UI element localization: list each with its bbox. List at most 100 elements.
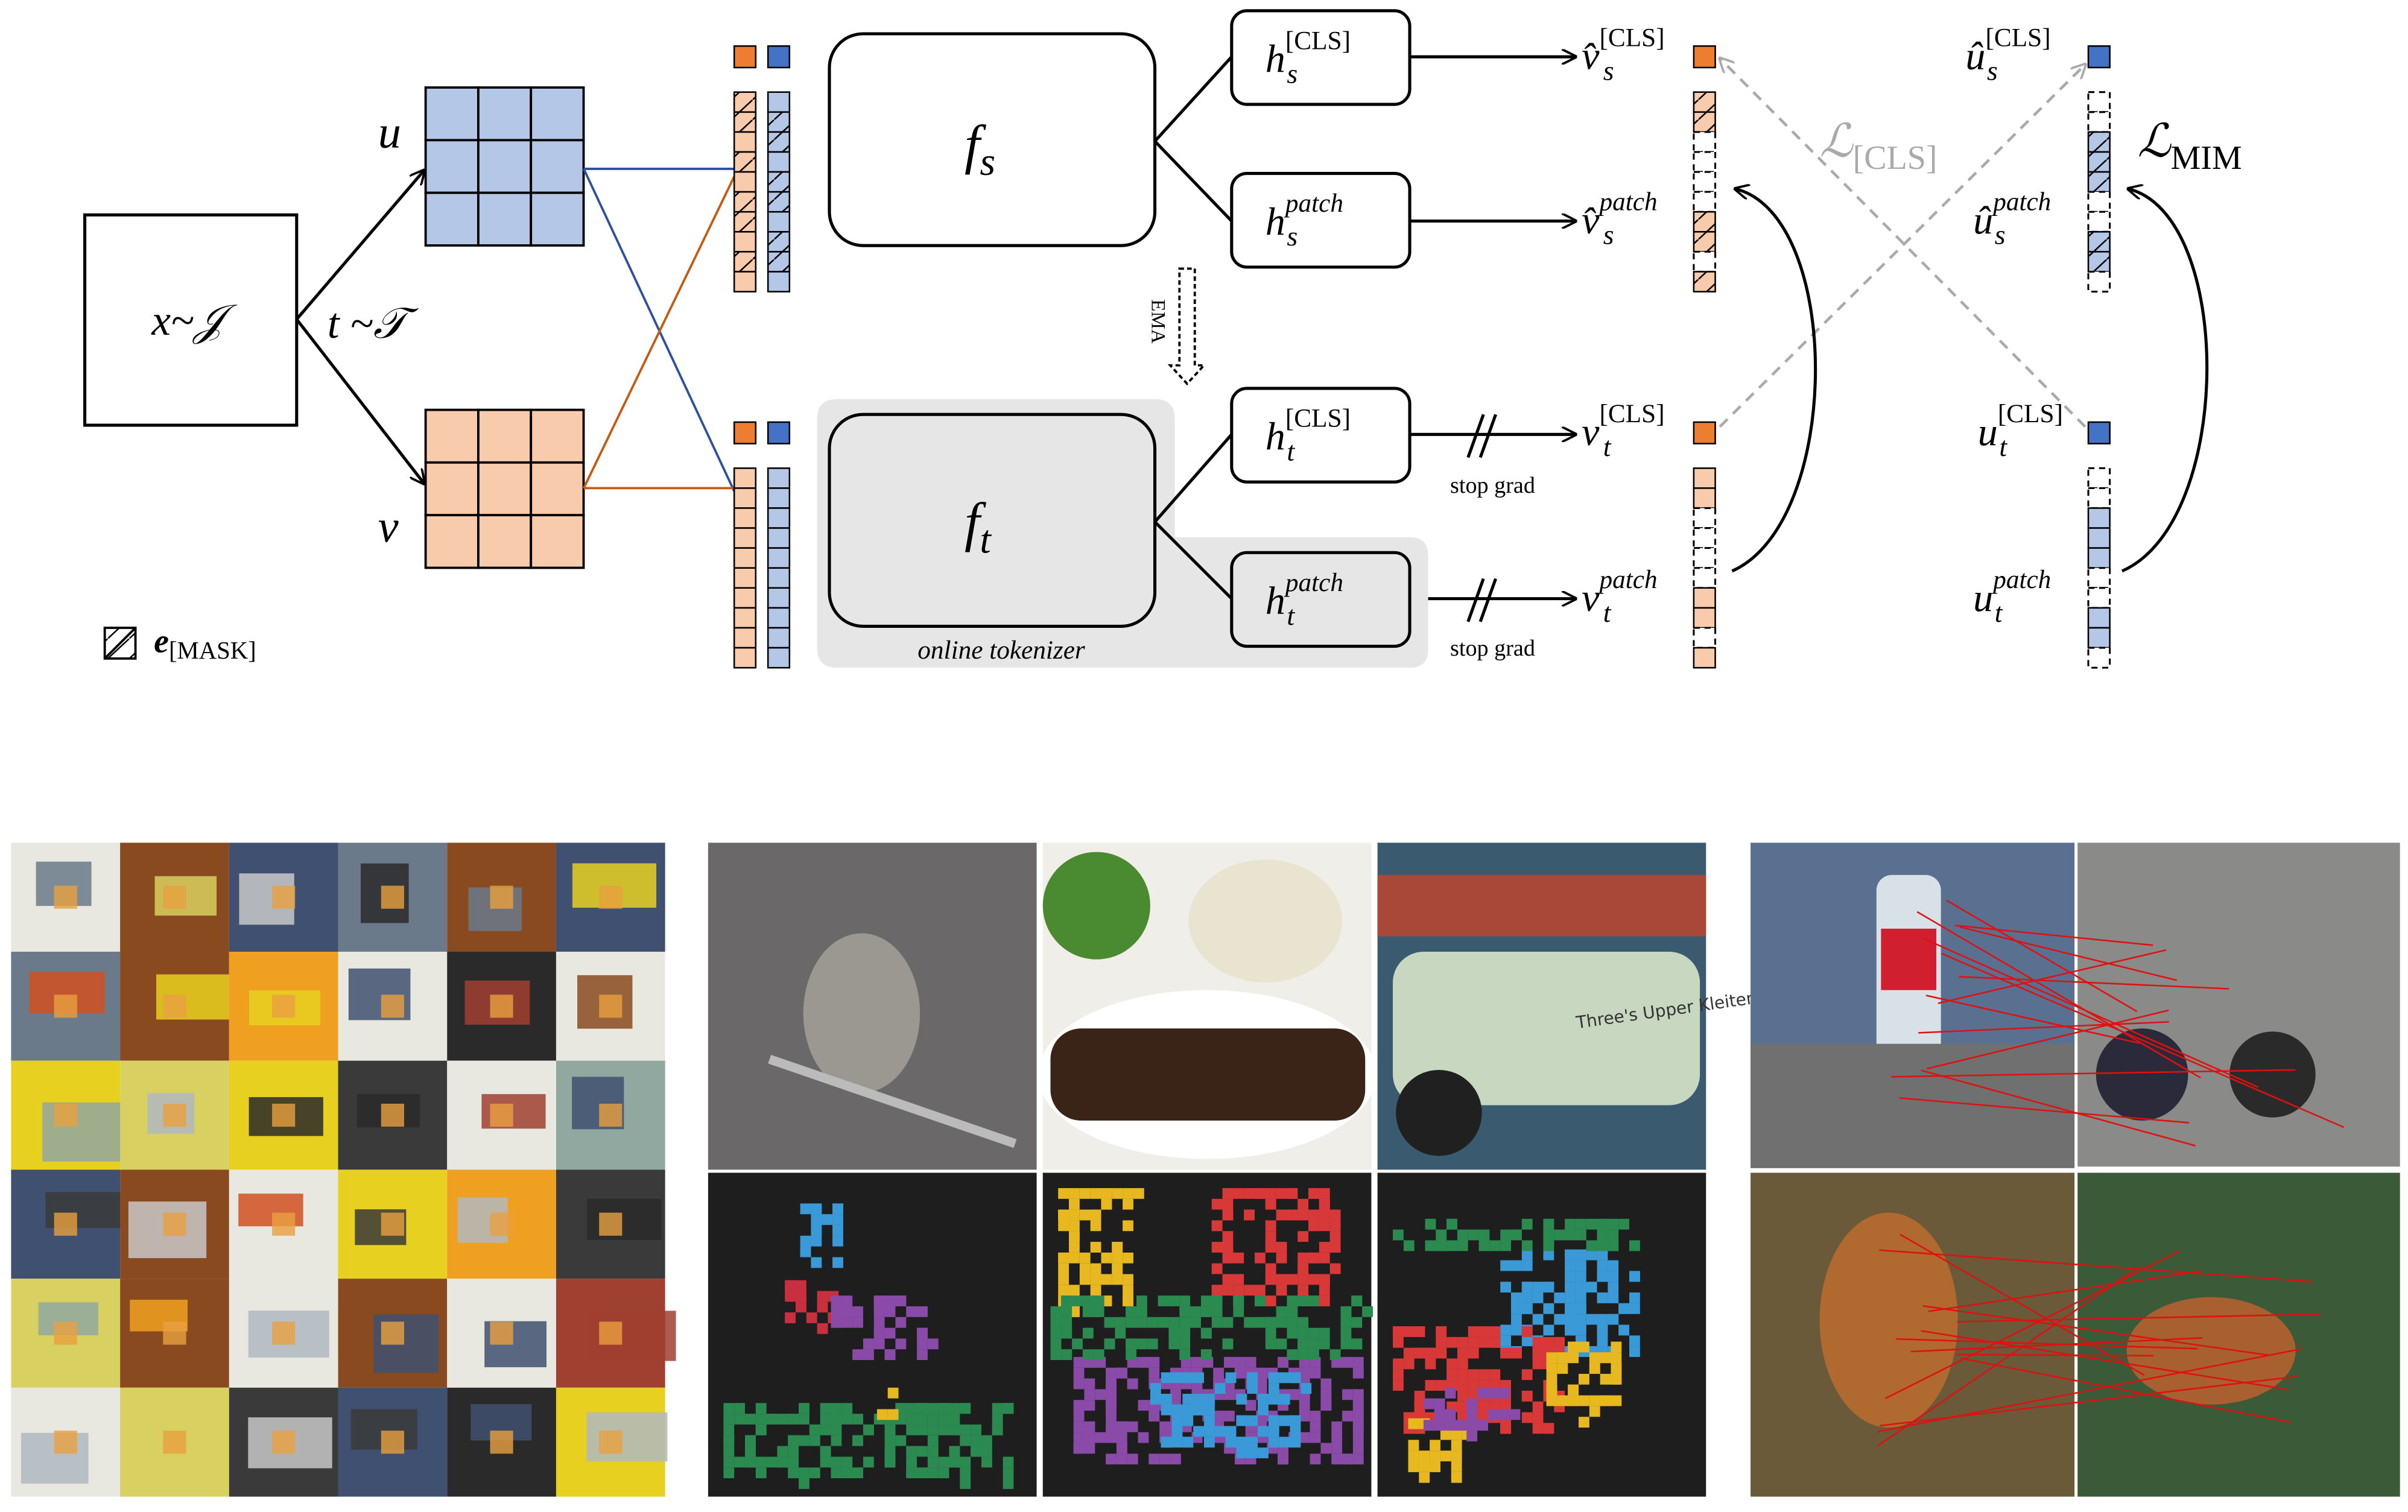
output-vt-cls: v[CLS]t	[1582, 399, 1664, 462]
patch-routing-lines	[583, 168, 735, 492]
masked-token	[733, 191, 757, 213]
car-patch-image	[11, 1387, 121, 1497]
car-patch-image	[120, 1387, 229, 1497]
patch-token	[733, 467, 757, 489]
cls-loss-lines	[1720, 59, 2085, 428]
patch-token	[733, 547, 757, 569]
teacher-encoder: ft	[828, 413, 1157, 628]
patch-token	[1693, 467, 1716, 489]
patch-token	[767, 627, 791, 649]
patch-token	[1693, 507, 1717, 530]
masked-token	[733, 151, 757, 173]
stop-grad-marks	[1466, 414, 1497, 622]
masked-token	[2087, 627, 2111, 649]
token-columns	[733, 45, 791, 669]
car-patch-image	[556, 952, 665, 1061]
mim-loss-arrow-v	[1731, 189, 1817, 573]
car-patch-image	[11, 843, 121, 952]
image-patch	[424, 139, 480, 194]
street-pair-images	[1751, 843, 2400, 1168]
car-patch-image	[11, 1279, 121, 1388]
segmentation-map	[1377, 1172, 1706, 1497]
stop-grad-label-patch: stop grad	[1450, 636, 1535, 661]
input-image-box: x~𝒥	[83, 213, 299, 427]
image-patch	[530, 514, 585, 569]
cls-token-v	[733, 45, 757, 69]
masked-token	[2087, 131, 2111, 153]
car-patch-image	[120, 952, 236, 1061]
patch-token	[1693, 250, 1717, 273]
view-u-label: u	[378, 106, 401, 157]
car-patch-image	[338, 1279, 448, 1388]
patch-token	[2087, 91, 2111, 113]
car-patch-image	[11, 1169, 124, 1279]
mim-loss-arrow-u	[2121, 189, 2209, 573]
target-cls-token-u	[2087, 421, 2111, 444]
fox-pair-images	[1751, 1172, 2400, 1497]
masked-token	[733, 111, 757, 133]
patch-token	[767, 567, 791, 589]
car-patch-image	[338, 1387, 448, 1497]
patch-token	[767, 547, 791, 569]
car-patch-image	[447, 1279, 556, 1388]
masked-token	[2087, 527, 2111, 549]
patch-token	[733, 527, 757, 549]
patch-token	[1693, 567, 1717, 589]
masked-token	[2087, 231, 2111, 253]
masked-token	[2087, 507, 2111, 529]
car-patch-image	[556, 1279, 676, 1388]
patch-token	[1693, 151, 1717, 173]
car-patch-image	[11, 1060, 126, 1170]
patch-token	[733, 487, 757, 509]
image-patch	[477, 86, 533, 142]
image-patch	[530, 408, 585, 464]
image-patch	[477, 514, 533, 569]
output-us-cls: û[CLS]s	[1965, 23, 2050, 86]
car-patch-retrieval-panel	[11, 843, 676, 1497]
head-output-arrows	[1410, 57, 1576, 598]
masked-token	[1693, 210, 1716, 233]
car-patch-image	[338, 1169, 448, 1279]
car-patch-image	[229, 1387, 338, 1497]
car-patch-image	[556, 843, 665, 952]
car-patch-image	[120, 1060, 229, 1170]
patch-token	[733, 567, 757, 589]
match-lines	[1877, 1233, 2321, 1447]
food-photo	[1038, 843, 1377, 1170]
patch-token	[1693, 587, 1716, 609]
patch-token	[767, 647, 791, 669]
patch-token	[2087, 587, 2111, 609]
head-ht-cls: h[CLS]t	[1230, 387, 1412, 484]
online-tokenizer-caption: online tokenizer	[917, 636, 1085, 665]
patch-token	[2087, 647, 2111, 669]
image-patch	[477, 139, 533, 194]
masked-token	[733, 251, 757, 273]
masked-token	[767, 111, 791, 133]
patch-token	[2087, 210, 2111, 233]
image-patch	[424, 461, 480, 517]
patch-token	[1693, 547, 1717, 569]
patch-token	[767, 271, 791, 293]
patch-token	[767, 587, 791, 609]
image-patch	[424, 191, 480, 247]
patch-token	[1693, 647, 1716, 669]
patch-token	[2087, 270, 2111, 293]
car-patch-image	[556, 1060, 665, 1170]
masked-token	[767, 251, 791, 273]
output-vs-cls: v̂[CLS]s	[1582, 23, 1664, 86]
patch-token	[1693, 627, 1717, 649]
patch-token	[733, 231, 757, 253]
patch-token	[767, 507, 791, 529]
masked-token	[767, 171, 791, 193]
car-patch-image	[229, 1169, 338, 1279]
image-patch	[530, 191, 585, 247]
cls-token-v	[733, 421, 757, 444]
car-patch-image	[229, 952, 338, 1061]
car-patch-image	[229, 843, 338, 952]
cls-token-u	[767, 421, 791, 444]
image-patch	[477, 461, 533, 517]
masked-token	[733, 91, 757, 113]
